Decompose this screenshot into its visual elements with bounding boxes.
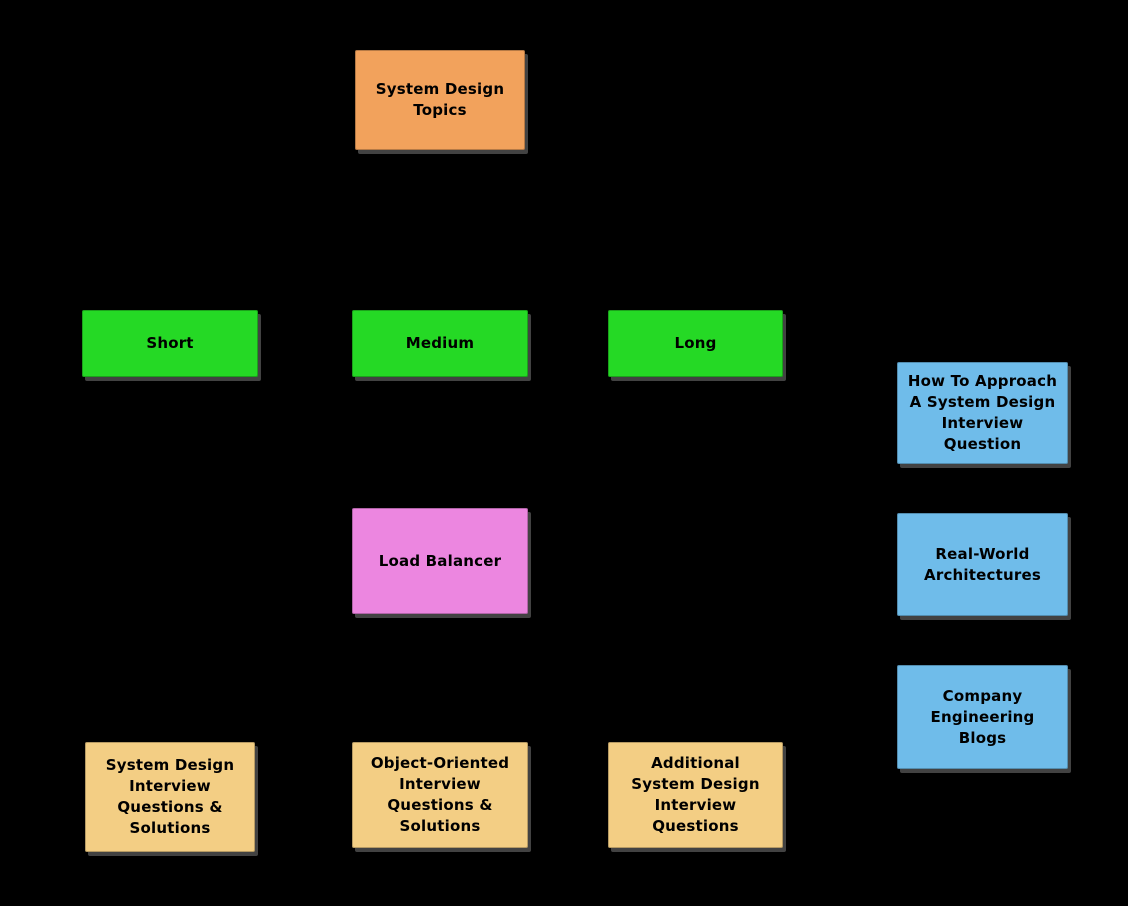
node-company-engineering-blogs: Company Engineering Blogs	[897, 665, 1068, 769]
node-system-design-topics: System Design Topics	[355, 50, 525, 150]
node-object-oriented-interview-questions-solutions: Object-Oriented Interview Questions & So…	[352, 742, 528, 848]
node-system-design-interview-questions-solutions: System Design Interview Questions & Solu…	[85, 742, 255, 852]
node-object-oriented-interview-questions-solutions-label: Object-Oriented Interview Questions & So…	[370, 754, 510, 835]
node-how-to-approach: How To Approach A System Design Intervie…	[897, 362, 1068, 464]
node-medium-label: Medium	[405, 334, 475, 352]
node-system-design-interview-questions-solutions-label: System Design Interview Questions & Solu…	[105, 756, 235, 837]
node-short-label: Short	[146, 334, 194, 352]
node-medium: Medium	[352, 310, 528, 377]
node-additional-system-design-interview-questions: Additional System Design Interview Quest…	[608, 742, 783, 848]
node-real-world-architectures: Real-World Architectures	[897, 513, 1068, 616]
node-system-design-topics-label: System Design Topics	[375, 80, 505, 119]
node-load-balancer-label: Load Balancer	[378, 551, 502, 570]
node-long-label: Long	[674, 334, 717, 352]
node-load-balancer: Load Balancer	[352, 508, 528, 614]
node-how-to-approach-label: How To Approach A System Design Intervie…	[907, 372, 1058, 453]
node-long: Long	[608, 310, 783, 377]
node-additional-system-design-interview-questions-label: Additional System Design Interview Quest…	[631, 754, 760, 835]
node-company-engineering-blogs-label: Company Engineering Blogs	[930, 686, 1035, 747]
node-real-world-architectures-label: Real-World Architectures	[924, 544, 1041, 584]
node-short: Short	[82, 310, 258, 377]
